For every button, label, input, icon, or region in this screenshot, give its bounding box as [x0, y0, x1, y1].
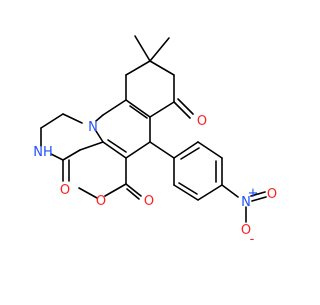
bond-ring-c5: [62, 149, 81, 161]
bond-nitro-o1: [251, 196, 267, 202]
atom-n-ring: N: [88, 120, 98, 135]
molecule-svg: N NH O O O O N + O O -: [33, 35, 277, 247]
bond-ring-b2: [125, 99, 151, 118]
bond-ester-methyl: [78, 187, 98, 199]
bond-ring-c2: [40, 113, 64, 129]
bond-ph-d1: [180, 147, 200, 160]
bond-ph-2: [197, 141, 223, 159]
bond-nitro-n: [221, 184, 239, 198]
bond-set: [40, 35, 267, 223]
bond-ph-1: [173, 141, 199, 159]
atom-labels: N NH O O O O N + O O -: [33, 114, 277, 247]
bond-ring-a1: [125, 60, 151, 76]
atom-nh: NH: [33, 145, 53, 160]
bond-ketone-c: [173, 101, 191, 119]
bond-nitro-o1d: [250, 191, 266, 197]
bond-ring-b1: [102, 99, 127, 116]
bond-ring-a5: [149, 101, 175, 118]
charge-minus: -: [250, 232, 255, 247]
bond-ester-o1: [104, 183, 127, 197]
bond-ring-c6: [79, 141, 104, 151]
atom-o-nitro-bottom: O: [241, 223, 251, 238]
bond-ph-d3: [178, 182, 198, 195]
bond-ester-o2d: [126, 188, 140, 200]
bond-methyl-2: [149, 37, 170, 62]
atom-o-amide: O: [60, 183, 70, 198]
atom-o-ester-ether: O: [96, 194, 106, 209]
bond-methyl-1: [134, 35, 151, 62]
bond-aryl-link: [149, 141, 175, 159]
bond-ring-b7: [95, 114, 104, 122]
bond-ring-b6: [95, 130, 104, 143]
bond-ester-o2: [125, 183, 142, 197]
molecule-diagram: N NH O O O O N + O O -: [33, 35, 277, 247]
atom-o-ketone: O: [197, 114, 207, 129]
bond-ring-c4: [50, 153, 64, 161]
bond-ring-a3: [149, 60, 175, 76]
bond-ketone-c2: [177, 98, 194, 115]
bond-ring-b5: [102, 141, 127, 159]
charge-plus: +: [248, 186, 259, 201]
bond-ring-b5d: [107, 139, 127, 153]
atom-o-nitro-top: O: [267, 187, 277, 202]
bond-ring-b2d: [129, 105, 148, 119]
atom-o-ester-carbonyl: O: [144, 194, 154, 209]
atom-n-nitro: N: [241, 195, 251, 210]
bond-ring-b4: [125, 141, 151, 159]
bond-ring-c1: [62, 113, 83, 124]
bond-ph-5: [173, 184, 199, 201]
bond-ph-4: [197, 184, 223, 201]
